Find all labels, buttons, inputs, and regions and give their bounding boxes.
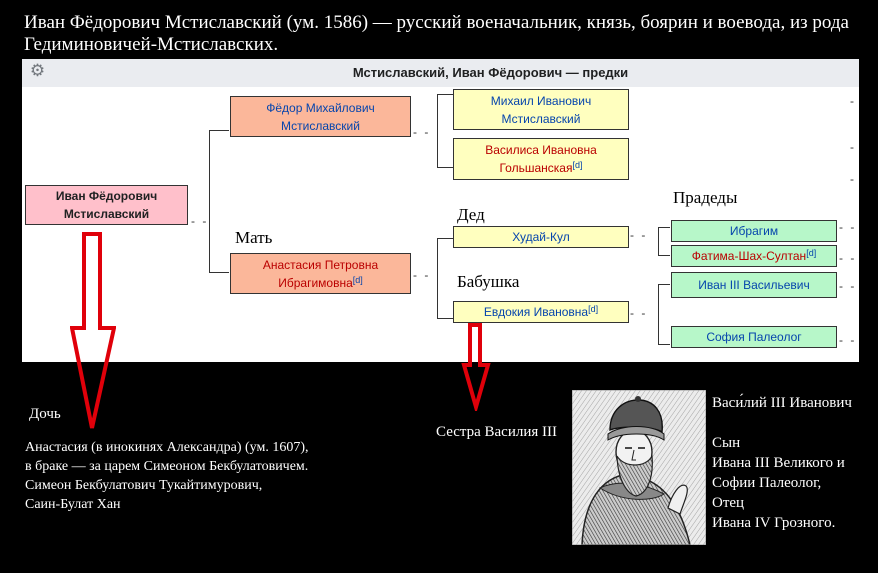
person-name-line1: Ибрагим bbox=[729, 224, 779, 238]
person-mikhail-ivanovich[interactable]: Михаил Иванович Мстиславский bbox=[453, 89, 629, 130]
wikidata-link[interactable]: [d] bbox=[806, 248, 817, 258]
daughter-text: Анастасия (в инокинях Александра) (ум. 1… bbox=[25, 438, 405, 514]
connector bbox=[658, 255, 670, 256]
intro-text: Иван Фёдорович Мстиславский (ум. 1586) —… bbox=[24, 12, 849, 55]
person-anastasia-petrovna[interactable]: Анастасия Петровна Ибрагимовна[d] bbox=[230, 253, 411, 294]
person-name-line2: Гольшанская bbox=[499, 161, 573, 175]
connector bbox=[209, 130, 210, 272]
person-ivan-fedorovich[interactable]: Иван Фёдорович Мстиславский bbox=[25, 185, 188, 225]
person-name-line1: Анастасия Петровна bbox=[262, 257, 379, 272]
connector-dash: - - bbox=[839, 220, 857, 234]
connector-dash: - - bbox=[839, 251, 857, 265]
person-name-line1: Иван III Васильевич bbox=[698, 278, 810, 292]
person-name-line2: Ибрагимовна bbox=[278, 275, 353, 290]
connector-dash: - - bbox=[630, 228, 648, 242]
wikidata-link[interactable]: [d] bbox=[588, 304, 599, 314]
person-name-line1: Михаил Иванович bbox=[490, 93, 592, 108]
connector bbox=[658, 284, 659, 344]
connector bbox=[437, 94, 453, 95]
daughter-line: в браке — за царем Симеоном Бекбулатович… bbox=[25, 459, 309, 474]
connector bbox=[658, 227, 659, 255]
person-name-line1: Иван Фёдорович bbox=[55, 189, 158, 203]
daughter-line: Симеон Бекбулатович Тукайтимурович, bbox=[25, 478, 263, 493]
person-name-line1: Фатима-Шах-Султан bbox=[691, 249, 807, 263]
vasily-line bbox=[712, 413, 872, 433]
person-evdokia-ivanovna[interactable]: Евдокия Ивановна[d] bbox=[453, 301, 629, 323]
connector-dash: - - bbox=[630, 306, 648, 320]
person-name-line2: Мстиславский bbox=[281, 118, 360, 133]
label-mother: Мать bbox=[235, 228, 273, 247]
daughter-line: Анастасия (в инокинях Александра) (ум. 1… bbox=[25, 440, 309, 455]
person-fedor-mikhailovich[interactable]: Фёдор Михайлович Мстиславский bbox=[230, 96, 411, 137]
connector-dash: - - bbox=[839, 333, 857, 347]
person-vasilisa-ivanovna[interactable]: Василиса Ивановна Гольшанская[d] bbox=[453, 138, 629, 180]
connector bbox=[658, 344, 670, 345]
connector bbox=[437, 94, 438, 167]
person-name-line1: Василиса Ивановна bbox=[485, 143, 597, 157]
connector bbox=[437, 167, 453, 168]
person-name-line1: Фёдор Михайлович bbox=[266, 100, 375, 115]
connector bbox=[658, 284, 670, 285]
vasily-line: Сын bbox=[712, 435, 741, 451]
connector-dash: - bbox=[850, 94, 856, 108]
panel-title: Мстиславский, Иван Фёдорович — предки bbox=[352, 65, 629, 80]
connector bbox=[209, 130, 229, 131]
person-name-line1: Евдокия Ивановна bbox=[483, 305, 589, 319]
daughter-label: Дочь bbox=[29, 406, 61, 422]
person-fatima-shah-sultan[interactable]: Фатима-Шах-Султан[d] bbox=[671, 245, 837, 267]
person-name-line1: София Палеолог bbox=[706, 330, 802, 344]
wikidata-link[interactable]: [d] bbox=[352, 274, 363, 285]
gear-icon[interactable]: ⚙ bbox=[29, 61, 46, 81]
arrow-to-daughter bbox=[70, 232, 116, 429]
connector bbox=[437, 238, 453, 239]
sister-label: Сестра Василия III bbox=[436, 424, 558, 440]
wikidata-link[interactable]: [d] bbox=[572, 160, 583, 170]
vasily-line: Софии Палеолог, bbox=[712, 475, 822, 491]
person-ivan-iii[interactable]: Иван III Васильевич bbox=[671, 272, 837, 298]
arrow-to-sister bbox=[461, 323, 491, 411]
person-sofia-paleolog[interactable]: София Палеолог bbox=[671, 326, 837, 348]
person-name-line1: Худай-Кул bbox=[512, 230, 570, 244]
connector bbox=[658, 227, 670, 228]
connector-dash: - - bbox=[413, 125, 431, 139]
vasily-line: Васи́лий III Иванович bbox=[712, 395, 852, 411]
connector bbox=[437, 238, 438, 318]
connector-dash: - - bbox=[413, 268, 431, 282]
vasily-line: Отец bbox=[712, 495, 745, 511]
person-name-line2: Мстиславский bbox=[63, 207, 150, 221]
vasily-caption: Васи́лий III Иванович Сын Ивана III Вели… bbox=[712, 393, 872, 533]
connector-dash: - bbox=[850, 140, 856, 154]
label-grandfather: Дед bbox=[457, 205, 485, 224]
person-name-line2: Мстиславский bbox=[501, 111, 581, 126]
label-grandmother: Бабушка bbox=[457, 272, 520, 291]
vasily-line: Ивана III Великого и bbox=[712, 455, 845, 471]
person-ibragim[interactable]: Ибрагим bbox=[671, 220, 837, 242]
panel-header: ⚙ Мстиславский, Иван Фёдорович — предки bbox=[22, 59, 859, 87]
connector bbox=[209, 272, 229, 273]
vasily-iii-portrait bbox=[572, 390, 706, 545]
connector-dash: - - bbox=[191, 214, 209, 228]
connector-dash: - bbox=[850, 172, 856, 186]
person-khudai-kul[interactable]: Худай-Кул bbox=[453, 226, 629, 248]
connector bbox=[437, 318, 453, 319]
ancestors-panel: ⚙ Мстиславский, Иван Фёдорович — предки … bbox=[22, 59, 859, 362]
connector-dash: - - bbox=[839, 279, 857, 293]
vasily-line: Ивана IV Грозного. bbox=[712, 515, 836, 531]
label-great-grandparents: Прадеды bbox=[673, 188, 738, 207]
daughter-line: Саин-Булат Хан bbox=[25, 497, 121, 512]
